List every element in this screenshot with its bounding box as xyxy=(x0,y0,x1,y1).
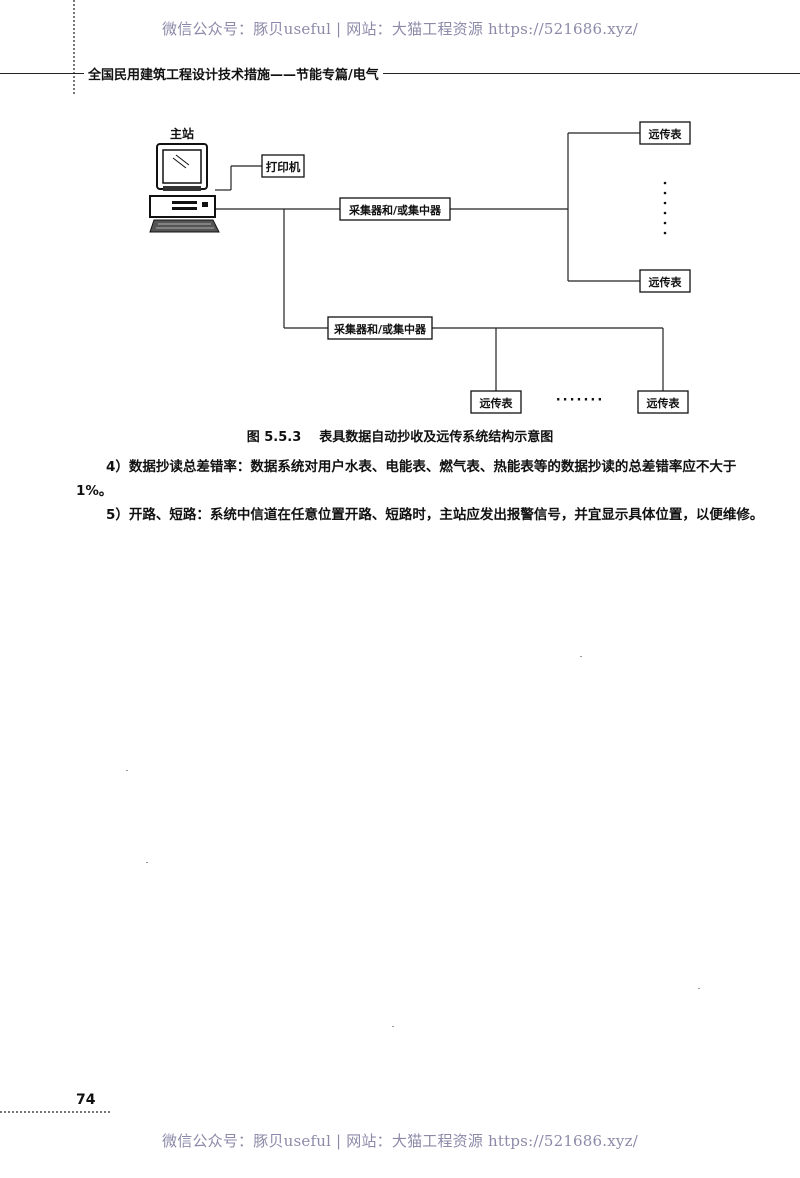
page-number: 74 xyxy=(76,1092,96,1108)
remote-meter-box-4 xyxy=(637,390,689,414)
header-rule xyxy=(0,73,800,74)
paragraph-5: 5）开路、短路：系统中信道在任意位置开路、短路时，主站应发出报警信号，并宜显示具… xyxy=(106,507,764,523)
watermark-top: 微信公众号：豚贝useful | 网站：大猫工程资源 https://52168… xyxy=(162,20,638,38)
running-header: 全国民用建筑工程设计技术措施——节能专篇/电气 xyxy=(84,64,383,83)
scan-speck xyxy=(580,656,582,657)
scan-speck xyxy=(126,770,128,771)
host-computer-icon xyxy=(149,143,220,233)
figure-number: 图 5.5.3 xyxy=(246,430,302,445)
remote-meter-label-2: 远传表 xyxy=(649,275,683,289)
collector-box-2 xyxy=(327,316,433,340)
host-label: 主站 xyxy=(170,126,194,141)
watermark-bottom: 微信公众号：豚贝useful | 网站：大猫工程资源 https://52168… xyxy=(162,1132,638,1150)
horizontal-ellipsis: ······· xyxy=(556,393,605,408)
scan-speck xyxy=(146,862,148,863)
remote-meter-label-4: 远传表 xyxy=(647,396,681,410)
figure-caption: 图 5.5.3 表具数据自动抄收及远传系统结构示意图 xyxy=(0,426,800,445)
remote-meter-box-3 xyxy=(470,390,522,414)
collector-label-1: 采集器和/或集中器 xyxy=(348,203,442,217)
figure-caption-text: 表具数据自动抄收及远传系统结构示意图 xyxy=(319,430,554,445)
scan-speck xyxy=(392,1026,394,1027)
system-structure-diagram: 主站 打印机 采集器和/或集中器 采集器和/或集中器 远传表 远传表 远传表 远… xyxy=(149,121,691,414)
scan-speck xyxy=(698,988,700,989)
remote-meter-label-1: 远传表 xyxy=(649,127,683,141)
collector-box-1 xyxy=(339,197,451,221)
printer-box xyxy=(261,154,305,178)
binding-edge-marks xyxy=(0,1110,110,1114)
remote-meter-box-2 xyxy=(639,269,691,293)
remote-meter-box-1 xyxy=(639,121,691,145)
remote-meter-label-3: 远传表 xyxy=(480,396,514,410)
collector-label-2: 采集器和/或集中器 xyxy=(333,322,427,336)
vertical-ellipsis xyxy=(663,181,667,235)
paragraph-4: 4）数据抄读总差错率：数据系统对用户水表、电能表、燃气表、热能表等的数据抄读的总… xyxy=(76,459,737,499)
printer-label: 打印机 xyxy=(266,160,301,174)
